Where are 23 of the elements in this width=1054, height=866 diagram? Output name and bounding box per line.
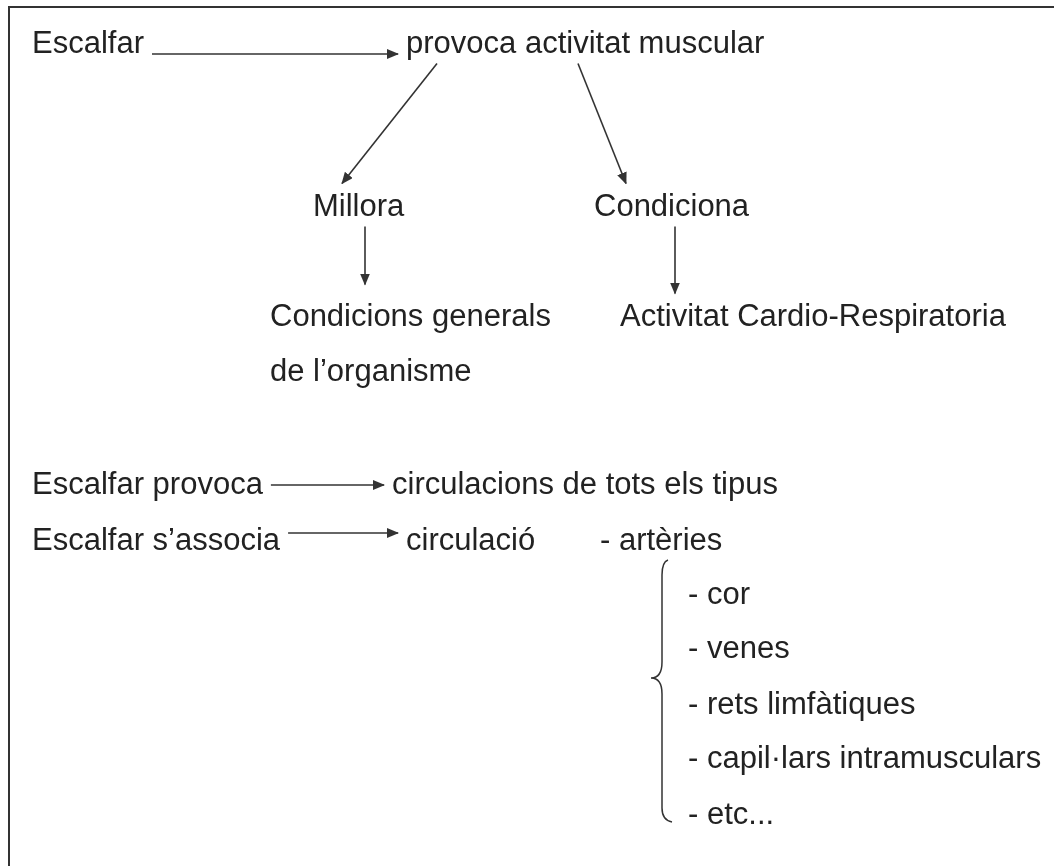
arrow bbox=[270, 480, 385, 490]
node-text: Escalfar s’associa bbox=[32, 520, 281, 558]
node-text: Condicions generals de l’organisme bbox=[270, 287, 570, 398]
list-item: - cor bbox=[688, 574, 750, 612]
list-item: - etc... bbox=[688, 794, 775, 832]
list-item: - rets limfàtiques bbox=[688, 684, 916, 722]
node-text: Condiciona bbox=[594, 186, 750, 224]
node-text: Escalfar provoca bbox=[32, 464, 263, 502]
arrow bbox=[287, 528, 399, 538]
arrow bbox=[360, 225, 370, 286]
node-text: Millora bbox=[313, 186, 405, 224]
list-item: - artèries bbox=[600, 520, 723, 558]
node-text: circulació bbox=[406, 520, 536, 558]
arrow bbox=[151, 49, 399, 59]
arrow bbox=[341, 62, 438, 185]
arrow bbox=[670, 225, 680, 295]
node-text: provoca activitat muscular bbox=[406, 23, 765, 61]
node-text: circulacions de tots els tipus bbox=[392, 464, 778, 502]
node-text: Escalfar bbox=[32, 23, 144, 61]
list-item: - capil·lars intramusculars bbox=[688, 738, 1042, 776]
arrow bbox=[577, 62, 627, 185]
node-text: Activitat Cardio-Respiratoria bbox=[620, 296, 1006, 334]
list-item: - venes bbox=[688, 628, 790, 666]
